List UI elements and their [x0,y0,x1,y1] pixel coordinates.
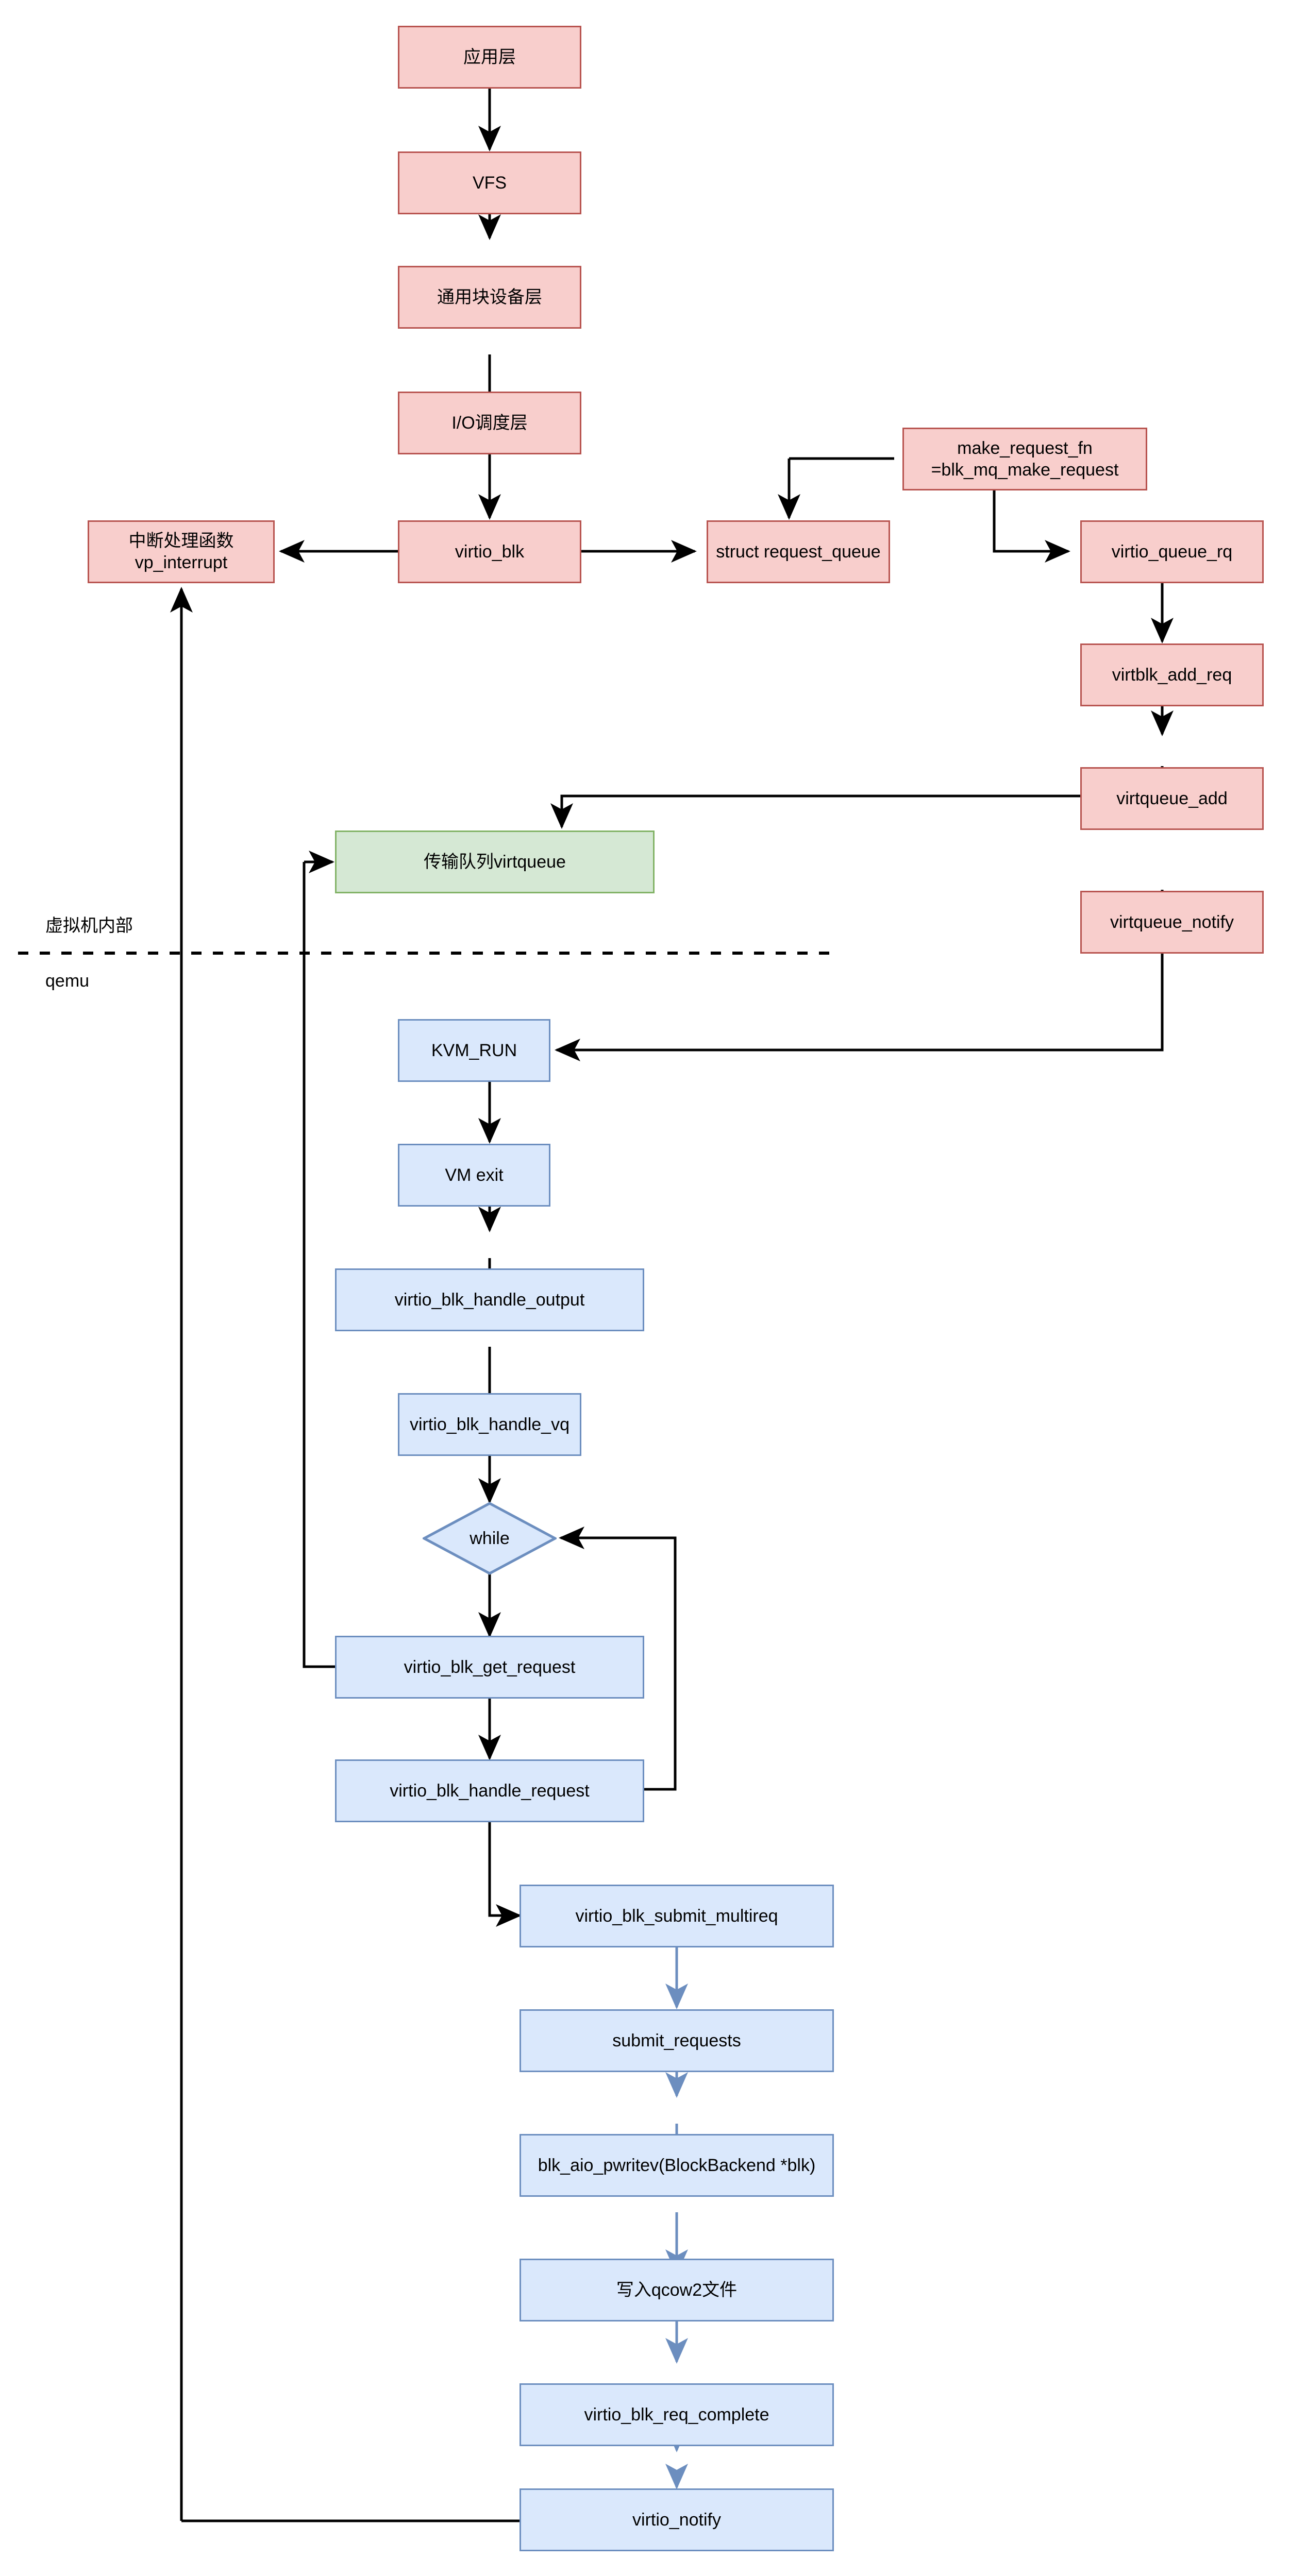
node-label: virtio_blk_req_complete [584,2404,769,2425]
node-label: while [470,1528,510,1548]
node-virtio-blk-req-complete[interactable]: virtio_blk_req_complete [520,2383,834,2446]
node-virtio-blk-handle-request[interactable]: virtio_blk_handle_request [335,1759,644,1822]
node-label: virtio_blk [455,541,525,562]
zone-label-qemu: qemu [45,971,90,991]
node-virtio-notify[interactable]: virtio_notify [520,2488,834,2551]
node-io-scheduler-layer[interactable]: I/O调度层 [398,392,581,454]
node-label: 通用块设备层 [437,287,542,307]
node-vm-exit[interactable]: VM exit [398,1144,550,1207]
node-virtqueue-notify[interactable]: virtqueue_notify [1080,891,1264,954]
node-virtio-blk-handle-output[interactable]: virtio_blk_handle_output [335,1268,644,1331]
node-virtio-blk-handle-vq[interactable]: virtio_blk_handle_vq [398,1393,581,1456]
node-make-request-fn[interactable]: make_request_fn =blk_mq_make_request [902,428,1147,490]
node-label: KVM_RUN [431,1040,517,1060]
node-label: virtio_blk_get_request [404,1657,576,1677]
node-label: VM exit [445,1165,504,1185]
node-label: virtio_blk_submit_multireq [575,1906,778,1926]
node-label: 中断处理函数 vp_interrupt [128,531,234,573]
node-virtio-blk-submit-multireq[interactable]: virtio_blk_submit_multireq [520,1885,834,1947]
node-label: 应用层 [463,47,516,67]
node-label: virtio_notify [632,2510,721,2530]
node-label: virtio_blk_handle_vq [410,1414,569,1434]
node-vfs[interactable]: VFS [398,151,581,214]
node-while-decision[interactable]: while [423,1502,557,1575]
node-label: 传输队列virtqueue [424,852,566,872]
node-virtqueue[interactable]: 传输队列virtqueue [335,831,655,893]
node-label: virtio_queue_rq [1111,541,1233,562]
node-write-qcow2-file[interactable]: 写入qcow2文件 [520,2259,834,2321]
node-kvm-run[interactable]: KVM_RUN [398,1019,550,1082]
diamond-shape [423,1502,557,1575]
node-virtio-blk-get-request[interactable]: virtio_blk_get_request [335,1636,644,1699]
node-label: virtblk_add_req [1112,665,1232,685]
node-virtblk-add-req[interactable]: virtblk_add_req [1080,643,1264,706]
node-label: virtqueue_add [1116,788,1228,808]
node-virtqueue-add[interactable]: virtqueue_add [1080,767,1264,830]
zone-label-guest: 虚拟机内部 [45,916,133,936]
node-label: make_request_fn =blk_mq_make_request [931,438,1119,480]
node-label: blk_aio_pwritev(BlockBackend *blk) [538,2155,816,2175]
node-label: virtio_blk_handle_output [394,1290,585,1310]
node-blk-aio-pwritev[interactable]: blk_aio_pwritev(BlockBackend *blk) [520,2134,834,2197]
node-generic-block-layer[interactable]: 通用块设备层 [398,266,581,329]
node-label: submit_requests [612,2030,741,2050]
node-app[interactable]: 应用层 [398,26,581,89]
node-struct-request-queue[interactable]: struct request_queue [707,520,890,583]
node-virtio-blk[interactable]: virtio_blk [398,520,581,583]
node-label: virtqueue_notify [1110,912,1234,932]
node-label: virtio_blk_handle_request [390,1781,590,1801]
node-label: I/O调度层 [451,413,528,433]
node-submit-requests[interactable]: submit_requests [520,2009,834,2072]
node-vp-interrupt[interactable]: 中断处理函数 vp_interrupt [88,520,275,583]
node-virtio-queue-rq[interactable]: virtio_queue_rq [1080,520,1264,583]
node-label: struct request_queue [716,541,881,562]
node-label: 写入qcow2文件 [616,2280,738,2300]
node-label: VFS [472,173,507,193]
